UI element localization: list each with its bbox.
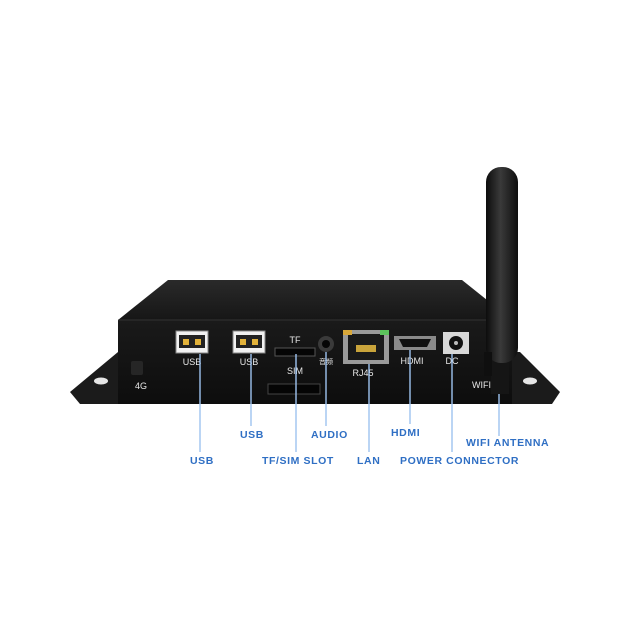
callout-audio: AUDIO bbox=[311, 429, 348, 441]
callout-power-connector: POWER CONNECTOR bbox=[400, 455, 520, 467]
ethernet-port-icon bbox=[343, 330, 389, 364]
usb-port-1-label: USB bbox=[183, 357, 202, 367]
sim-label: SIM bbox=[287, 366, 303, 376]
callout-wifi-antenna: WIFI ANTENNA bbox=[466, 437, 550, 449]
tf-slot bbox=[274, 347, 316, 357]
callout-usb-lower: USB bbox=[190, 455, 214, 467]
usb-port-2 bbox=[232, 330, 266, 354]
leader-lines bbox=[199, 350, 500, 452]
sim-slot bbox=[267, 383, 321, 395]
dc-jack-icon bbox=[443, 332, 469, 354]
hdmi-label: HDMI bbox=[401, 356, 424, 366]
wifi-antenna-icon bbox=[484, 167, 518, 394]
callout-tf-sim-slot: TF/SIM SLOT bbox=[262, 455, 334, 467]
fourg-indicator bbox=[131, 361, 143, 375]
tf-label: TF bbox=[290, 335, 301, 345]
usb-port-2-label: USB bbox=[240, 357, 259, 367]
audio-jack-icon bbox=[318, 336, 334, 352]
fourg-label: 4G bbox=[135, 381, 147, 391]
callout-lan: LAN bbox=[357, 455, 381, 467]
callout-hdmi: HDMI bbox=[391, 427, 421, 439]
callout-usb-upper: USB bbox=[240, 429, 264, 441]
wifi-label: WIFI bbox=[472, 380, 491, 390]
usb-port-1 bbox=[175, 330, 209, 354]
rj45-label: RJ45 bbox=[352, 368, 373, 378]
left-mounting-bracket bbox=[70, 352, 126, 404]
hdmi-port-icon bbox=[394, 336, 436, 350]
right-mounting-bracket bbox=[510, 352, 560, 404]
